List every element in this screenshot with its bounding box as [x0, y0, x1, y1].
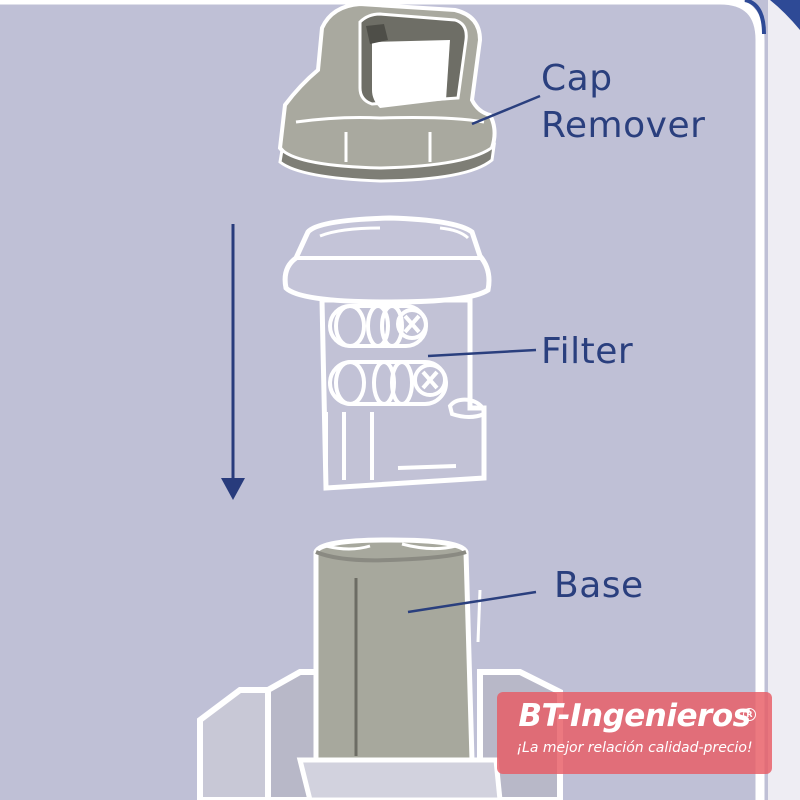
watermark: BT-Ingenieros R ¡La mejor relación calid…	[497, 692, 772, 774]
filter-label: Filter	[541, 331, 634, 372]
down-arrow-icon	[221, 224, 245, 500]
base-label: Base	[554, 565, 644, 606]
watermark-tagline: ¡La mejor relación calidad-precio!	[516, 740, 753, 756]
filter-illustration	[282, 215, 537, 491]
watermark-brand: BT-Ingenieros	[518, 698, 751, 734]
cap-remover-label-line1: Cap	[541, 58, 613, 99]
cap-remover-illustration	[277, 1, 541, 183]
registered-mark-icon: R	[743, 708, 756, 721]
cap-remover-label-line2: Remover	[541, 105, 706, 146]
base-illustration	[197, 537, 563, 800]
